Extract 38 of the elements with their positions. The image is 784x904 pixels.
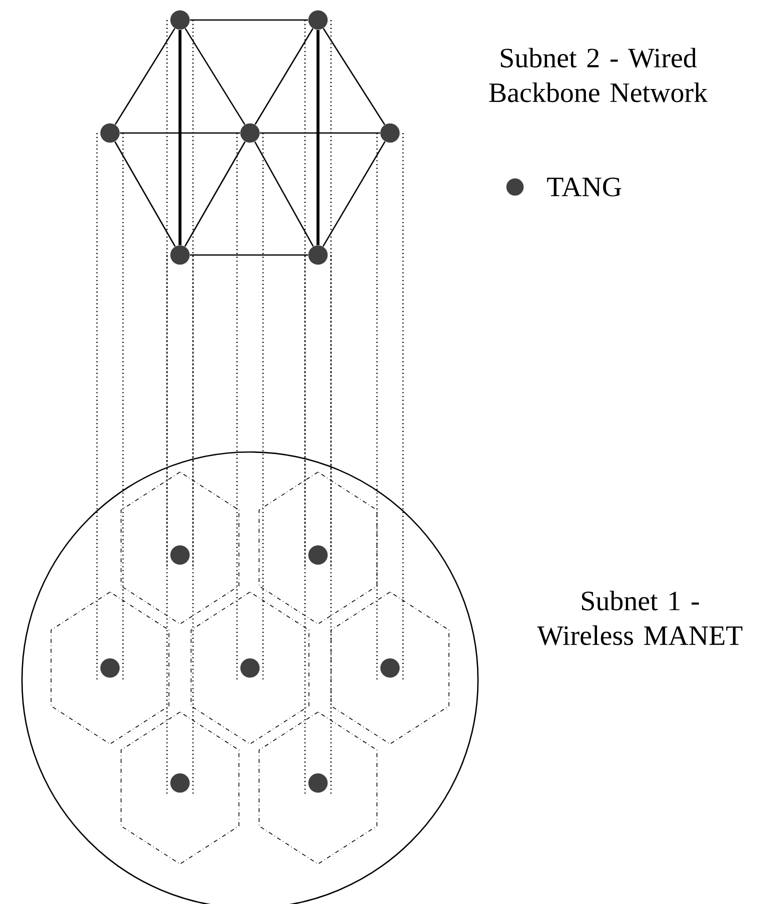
network-node [170,773,190,793]
dotted-link [304,254,332,796]
dotted-link [304,19,332,568]
link-line [322,28,386,125]
network-node [240,658,260,678]
network-node [380,658,400,678]
link-line [316,30,320,246]
network-node [308,773,328,793]
link-line [190,254,308,256]
link-line [254,141,314,247]
network-node [100,658,120,678]
dotted-link [236,132,264,681]
link-line [322,141,386,247]
dotted-link [376,132,404,681]
link-line [254,28,314,125]
legend-label: TANG [547,178,622,196]
link-line [178,30,182,246]
network-node [308,245,328,265]
network-node [380,123,400,143]
dotted-link [96,132,124,681]
link-line [120,132,240,134]
network-node [308,545,328,565]
link-line [184,28,246,125]
link-line [190,19,308,21]
node-label: Subnet 1 - Wireless MANET [537,590,742,646]
network-node [100,123,120,143]
link-line [114,28,176,125]
dotted-link [166,19,194,568]
link-line [184,141,246,247]
network-node [308,10,328,30]
network-node [240,123,260,143]
subnet-label: Subnet 2 - Wired Backbone Network [489,48,708,102]
dotted-link [166,254,194,796]
network-node [170,545,190,565]
network-node [170,245,190,265]
network-node [170,10,190,30]
link-line [260,132,380,134]
link-line [114,141,176,247]
